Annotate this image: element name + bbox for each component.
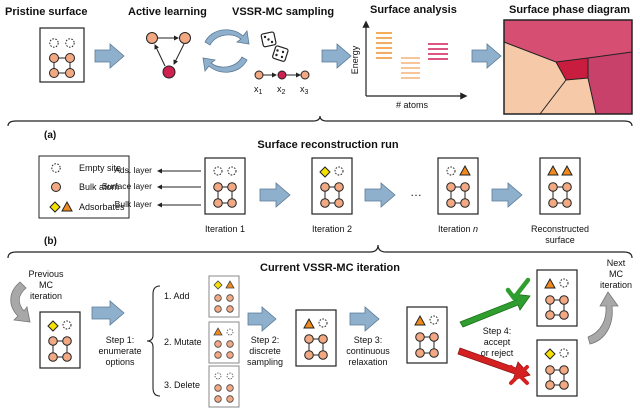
ads-layer-label: Ads. layer xyxy=(114,165,152,175)
pristine-title: Pristine surface xyxy=(5,6,88,18)
opt-mutate-label: 2. Mutate xyxy=(164,337,202,347)
step1-label-1: Step 1: xyxy=(106,335,135,345)
step2-label-1: Step 2: xyxy=(251,335,280,345)
prev-label-2: MC xyxy=(39,280,53,290)
label-x2: x2 xyxy=(277,84,286,96)
active-learning-cycle xyxy=(146,32,191,79)
arrow-top-3 xyxy=(471,43,502,69)
next-label-3: iteration xyxy=(600,280,632,290)
accept-arrow xyxy=(459,293,531,328)
step3-label-3: relaxation xyxy=(348,357,387,367)
arrow-b-3 xyxy=(349,306,380,332)
option-delete-box xyxy=(208,365,240,408)
reconstructed-surface-box xyxy=(539,157,581,215)
analysis-title: Surface analysis xyxy=(370,4,457,16)
cycle-arrows-icon xyxy=(202,29,250,73)
panel-b-tag: (b) xyxy=(44,236,57,247)
pristine-surface-box xyxy=(39,27,85,83)
energy-plot xyxy=(362,20,468,100)
sampling-chain xyxy=(254,70,310,80)
next-label-2: MC xyxy=(609,269,623,279)
iteration-2-box xyxy=(311,157,353,215)
prev-label-3: iteration xyxy=(30,291,62,301)
step1-label-2: enumerate xyxy=(98,346,141,356)
legend-bulk-atom: Bulk atom xyxy=(79,182,119,192)
arrow-b-1 xyxy=(91,300,125,326)
opt-delete-label: 3. Delete xyxy=(164,380,200,390)
panel-b-brace xyxy=(7,244,633,259)
legend-box xyxy=(38,155,130,219)
surface-layer-label: Surface layer xyxy=(102,181,152,191)
iteration-1-label: Iteration 1 xyxy=(205,224,245,234)
step2-label-3: sampling xyxy=(247,357,283,367)
phase-diagram xyxy=(503,19,633,115)
iteration-2-label: Iteration 2 xyxy=(312,224,352,234)
arrow-top-1 xyxy=(94,43,125,69)
arrow-a-2 xyxy=(364,182,396,208)
iteration-n-label: Iteration n xyxy=(438,224,478,234)
next-label-1: Next xyxy=(607,258,626,268)
arrow-top-2 xyxy=(321,43,352,69)
arrow-a-1 xyxy=(259,182,291,208)
step3-label-2: continuous xyxy=(346,346,390,356)
panel-a-title: Surface reconstruction run xyxy=(257,139,398,151)
phase-diagram-title: Surface phase diagram xyxy=(509,4,630,16)
options-brace xyxy=(146,285,161,397)
curved-arrow-out xyxy=(587,291,619,345)
label-x1: x1 xyxy=(254,84,263,96)
panel-b-title: Current VSSR-MC iteration xyxy=(260,262,400,274)
legend-empty-site: Empty site xyxy=(79,163,121,173)
checkmark-icon xyxy=(505,277,531,301)
opt-add-label: 1. Add xyxy=(164,291,190,301)
accepted-config-box xyxy=(536,269,578,327)
iteration-n-box xyxy=(437,157,479,215)
step2-label-2: discrete xyxy=(249,346,281,356)
rejected-config-box xyxy=(536,339,578,397)
step4-label-3: or reject xyxy=(481,348,514,358)
option-mutate-box xyxy=(208,321,240,364)
dice-icon xyxy=(260,31,289,62)
atoms-axis-label: # atoms xyxy=(396,100,429,110)
previous-iteration-box xyxy=(39,311,81,369)
panel-a-tag: (a) xyxy=(44,130,56,141)
curved-arrow-in xyxy=(10,281,31,323)
iteration-1-box xyxy=(204,157,246,215)
legend-adsorbates: Adsorbates xyxy=(79,202,125,212)
relaxed-config-box xyxy=(406,306,448,364)
reconstructed-label-1: Reconstructed xyxy=(531,224,589,234)
top-brace xyxy=(7,115,633,127)
ellipsis: … xyxy=(410,185,422,199)
energy-axis-label: Energy xyxy=(350,45,360,74)
sampled-config-box xyxy=(295,309,337,367)
label-x3: x3 xyxy=(300,84,309,96)
step4-label-1: Step 4: xyxy=(483,326,512,336)
vssr-title: VSSR-MC sampling xyxy=(232,6,334,18)
step3-label-1: Step 3: xyxy=(354,335,383,345)
bulk-layer-label: Bulk layer xyxy=(115,199,152,209)
cross-icon xyxy=(509,365,529,385)
reconstructed-label-2: surface xyxy=(545,235,575,245)
arrow-a-3 xyxy=(491,182,523,208)
arrow-b-2 xyxy=(247,306,277,332)
active-learning-title: Active learning xyxy=(128,6,207,18)
prev-label-1: Previous xyxy=(28,269,64,279)
step4-label-2: accept xyxy=(484,337,511,347)
step1-label-3: options xyxy=(105,357,135,367)
option-add-box xyxy=(208,275,240,318)
